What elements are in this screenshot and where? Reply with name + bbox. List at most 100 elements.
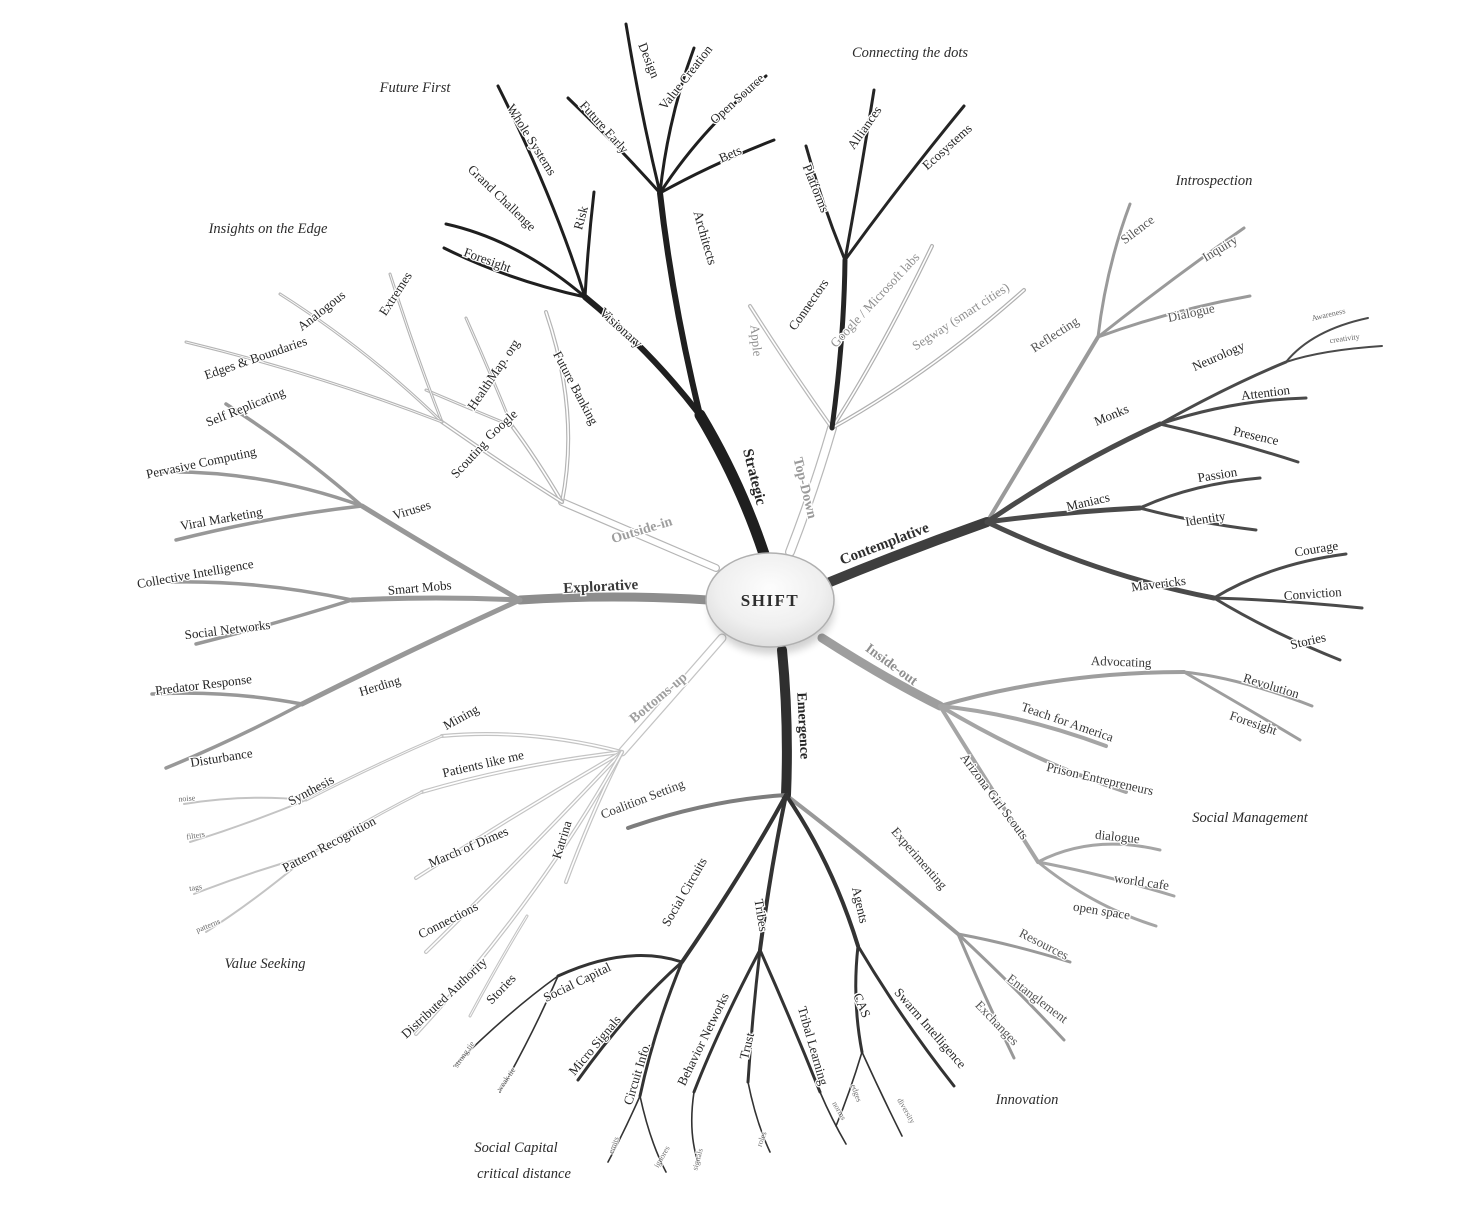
node-label-architects: Architects <box>690 209 720 266</box>
branch-highlight <box>415 751 623 1035</box>
center-node: SHIFT <box>705 552 835 654</box>
branch <box>747 1081 771 1153</box>
branch <box>690 1091 699 1163</box>
branch <box>194 598 354 646</box>
branch <box>856 944 956 1088</box>
branch <box>1212 552 1348 600</box>
branch <box>205 855 309 933</box>
node-label-identity: Identity <box>1184 508 1227 529</box>
node-label-stories: Stories <box>1289 629 1328 652</box>
branch <box>984 519 1217 601</box>
branch <box>658 74 768 195</box>
node-label-connections: Connections <box>416 899 481 942</box>
branch-highlight <box>421 751 623 793</box>
node-label-whole-systems: Whole Systems <box>504 101 560 178</box>
branch-highlight <box>425 389 513 427</box>
node-label-social-circuits: Social Circuits <box>658 855 709 929</box>
node-label-scouting: Scouting <box>447 437 490 481</box>
node-label-platforms: Platforms <box>800 162 833 214</box>
node-label-weak-tie: weak tie <box>495 1066 518 1094</box>
branch <box>854 944 864 1054</box>
node-label-healthmap-org: HealthMap. org <box>464 336 523 413</box>
node-label-open-source: Open Source <box>707 70 767 126</box>
branch <box>956 932 1072 964</box>
node-label-connectors: Connectors <box>785 276 831 333</box>
node-label-collective-intelligence: Collective Intelligence <box>136 556 255 591</box>
branch <box>985 335 1100 524</box>
branch <box>150 691 304 706</box>
annotation-social-capital: Social Capital <box>474 1140 557 1156</box>
branch <box>1158 396 1308 426</box>
branch <box>1158 360 1288 426</box>
node-label-agents: Agents <box>849 885 872 924</box>
node-label-dialogue: dialogue <box>1094 827 1140 847</box>
node-label-entanglement: Entanglement <box>1004 971 1071 1027</box>
node-label-cas: CAS <box>850 991 874 1020</box>
branch <box>576 960 684 1082</box>
branch <box>499 975 559 1093</box>
node-label-awareness: Awareness <box>1311 306 1347 323</box>
annotation-insights-on-the-edge: Insights on the Edge <box>208 221 328 237</box>
branch <box>544 310 571 504</box>
branch <box>299 597 523 707</box>
node-label-inquiry: Inquiry <box>1199 232 1240 265</box>
branch <box>984 505 1143 525</box>
branch-highlight <box>305 735 443 801</box>
node-label-circuit-info: Circuit Info. <box>620 1041 653 1107</box>
node-label-silence: Silence <box>1117 212 1157 247</box>
branch <box>183 796 307 805</box>
node-label-attention: Attention <box>1240 382 1291 403</box>
node-label-risk: Risk <box>570 204 591 231</box>
node-label-reflecting: Reflecting <box>1028 313 1082 355</box>
branch-highlight <box>469 915 528 1017</box>
node-label-edges: edges <box>849 1083 864 1103</box>
branch <box>758 793 788 952</box>
node-label-patterns: patterns <box>195 917 222 935</box>
center-node-ellipse <box>705 552 835 648</box>
branch <box>164 702 304 770</box>
node-label-micro-signals: Micro Signals <box>565 1012 624 1078</box>
node-label-advocating: Advocating <box>1091 653 1153 670</box>
branch <box>657 190 703 418</box>
node-label-future-banking: Future Banking <box>550 348 602 427</box>
branch <box>956 932 1016 1060</box>
node-label-grand-challenge: Grand Challenge <box>465 162 539 234</box>
branch <box>804 144 847 262</box>
node-label-self-replicating: Self Replicating <box>204 384 288 430</box>
branch <box>825 517 992 587</box>
node-label-bets: Bets <box>717 142 744 165</box>
node-label-trust: Trust <box>736 1031 757 1061</box>
branch <box>444 222 587 299</box>
branch <box>1285 345 1383 363</box>
branch <box>658 46 696 195</box>
node-label-exchanges: Exchanges <box>972 997 1022 1048</box>
branch-highlight <box>415 751 623 879</box>
branch-highlight <box>511 425 563 503</box>
node-label-distributed-authority: Distributed Authority <box>398 954 490 1041</box>
annotation-innovation: Innovation <box>995 1092 1059 1108</box>
branch <box>193 855 309 895</box>
node-label-signals: signals <box>690 1147 704 1171</box>
node-label-arizona-girl-scouts: Arizona Girl Scouts <box>957 750 1032 842</box>
branch <box>777 645 792 800</box>
node-label-stories: Stories <box>483 971 519 1007</box>
node-label-future-early: Future Early <box>577 98 632 157</box>
branch <box>843 104 966 262</box>
branch <box>639 1095 667 1173</box>
branch <box>1138 506 1258 532</box>
branch <box>692 948 762 1094</box>
branch <box>819 1091 847 1145</box>
branch-highlight <box>545 311 570 503</box>
branch <box>817 633 945 711</box>
branch-highlight <box>441 733 623 753</box>
branch <box>1212 596 1342 662</box>
branch <box>843 88 876 262</box>
node-label-social-capital: Social Capital <box>541 959 614 1005</box>
center-node-label: SHIFT <box>741 591 800 610</box>
branch <box>984 421 1163 525</box>
branch <box>556 954 684 978</box>
branch <box>1182 670 1314 708</box>
node-label-viruses: Viruses <box>391 497 433 523</box>
node-label-emergence: Emergence <box>793 692 811 760</box>
branch-highlight <box>831 245 933 429</box>
